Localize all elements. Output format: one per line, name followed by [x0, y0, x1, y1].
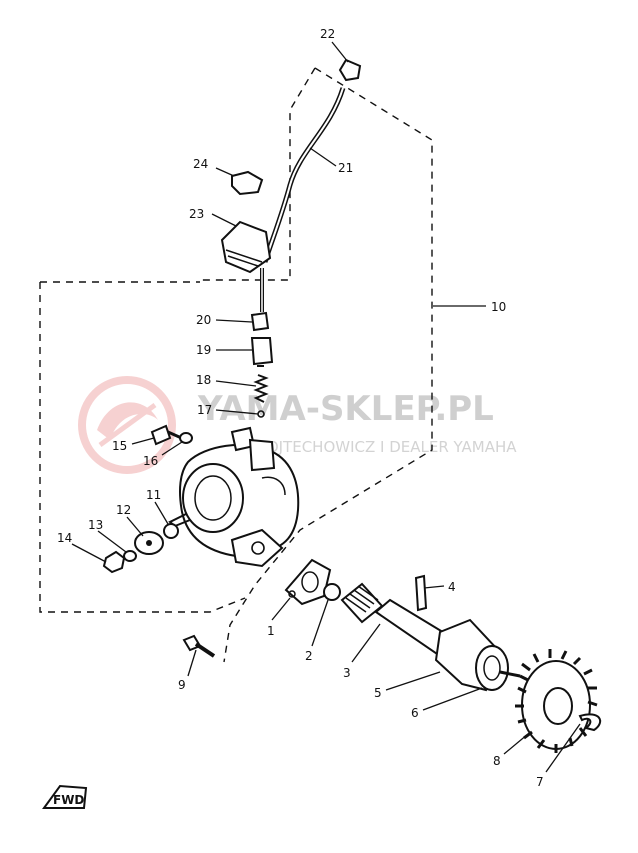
drive-shaft — [340, 582, 521, 692]
bolt-15-group — [150, 424, 193, 446]
pump-assembly-boundary — [223, 67, 433, 663]
callout-8: 8 — [493, 754, 501, 768]
callout-17: 17 — [197, 403, 212, 417]
gear-group — [515, 649, 602, 753]
watermark-subtitle: WOJTECHOWICZ I DEALER YAMAHA — [252, 438, 517, 456]
part-11-shape — [163, 523, 179, 539]
bolt-9-group — [182, 634, 216, 658]
callout-11: 11 — [146, 488, 161, 502]
assembly-boundaries — [39, 67, 433, 663]
callout-9: 9 — [178, 678, 186, 692]
gasket-group — [284, 558, 341, 606]
left-boundary — [39, 281, 246, 613]
callouts: 1 2 3 4 5 6 7 8 9 10 11 12 13 14 15 16 1… — [57, 27, 544, 789]
callout-15: 15 — [112, 439, 127, 453]
callout-2: 2 — [305, 649, 313, 663]
callout-19: 19 — [196, 343, 211, 357]
cable-end-nut — [338, 58, 362, 82]
fasteners-left — [102, 523, 179, 574]
callout-23: 23 — [189, 207, 204, 221]
callout-6: 6 — [411, 706, 419, 720]
callout-22: 22 — [320, 27, 335, 41]
callout-3: 3 — [343, 666, 351, 680]
callout-4: 4 — [448, 580, 456, 594]
callout-18: 18 — [196, 373, 211, 387]
fwd-label: FWD — [53, 793, 84, 807]
leader-lines — [71, 41, 581, 773]
cable-clip — [231, 170, 264, 196]
part-20-shape — [250, 311, 270, 332]
watermark: YAMA-SKLEP.PL WOJTECHOWICZ I DEALER YAMA… — [78, 376, 517, 474]
yamaha-logo-watermark — [78, 376, 176, 474]
callout-7: 7 — [536, 775, 544, 789]
callout-16: 16 — [143, 454, 158, 468]
part-19-shape — [250, 337, 274, 366]
callout-12: 12 — [116, 503, 131, 517]
pump-cable — [260, 58, 362, 312]
cable-guide — [220, 220, 272, 274]
callout-24: 24 — [193, 157, 208, 171]
spring-shape — [253, 374, 269, 403]
part-14-shape — [102, 550, 126, 574]
callout-21: 21 — [338, 161, 353, 175]
callout-20: 20 — [196, 313, 211, 327]
callout-5: 5 — [374, 686, 382, 700]
adjuster-stack — [250, 311, 274, 418]
pin-4-group — [414, 574, 428, 612]
callout-1: 1 — [267, 624, 275, 638]
callout-14: 14 — [57, 531, 72, 545]
callout-10: 10 — [491, 300, 506, 314]
cable-boundary — [200, 67, 316, 281]
watermark-title: YAMA-SKLEP.PL — [197, 389, 494, 429]
fwd-marker: FWD — [42, 784, 88, 809]
callout-13: 13 — [88, 518, 103, 532]
part-13-shape — [123, 550, 137, 562]
